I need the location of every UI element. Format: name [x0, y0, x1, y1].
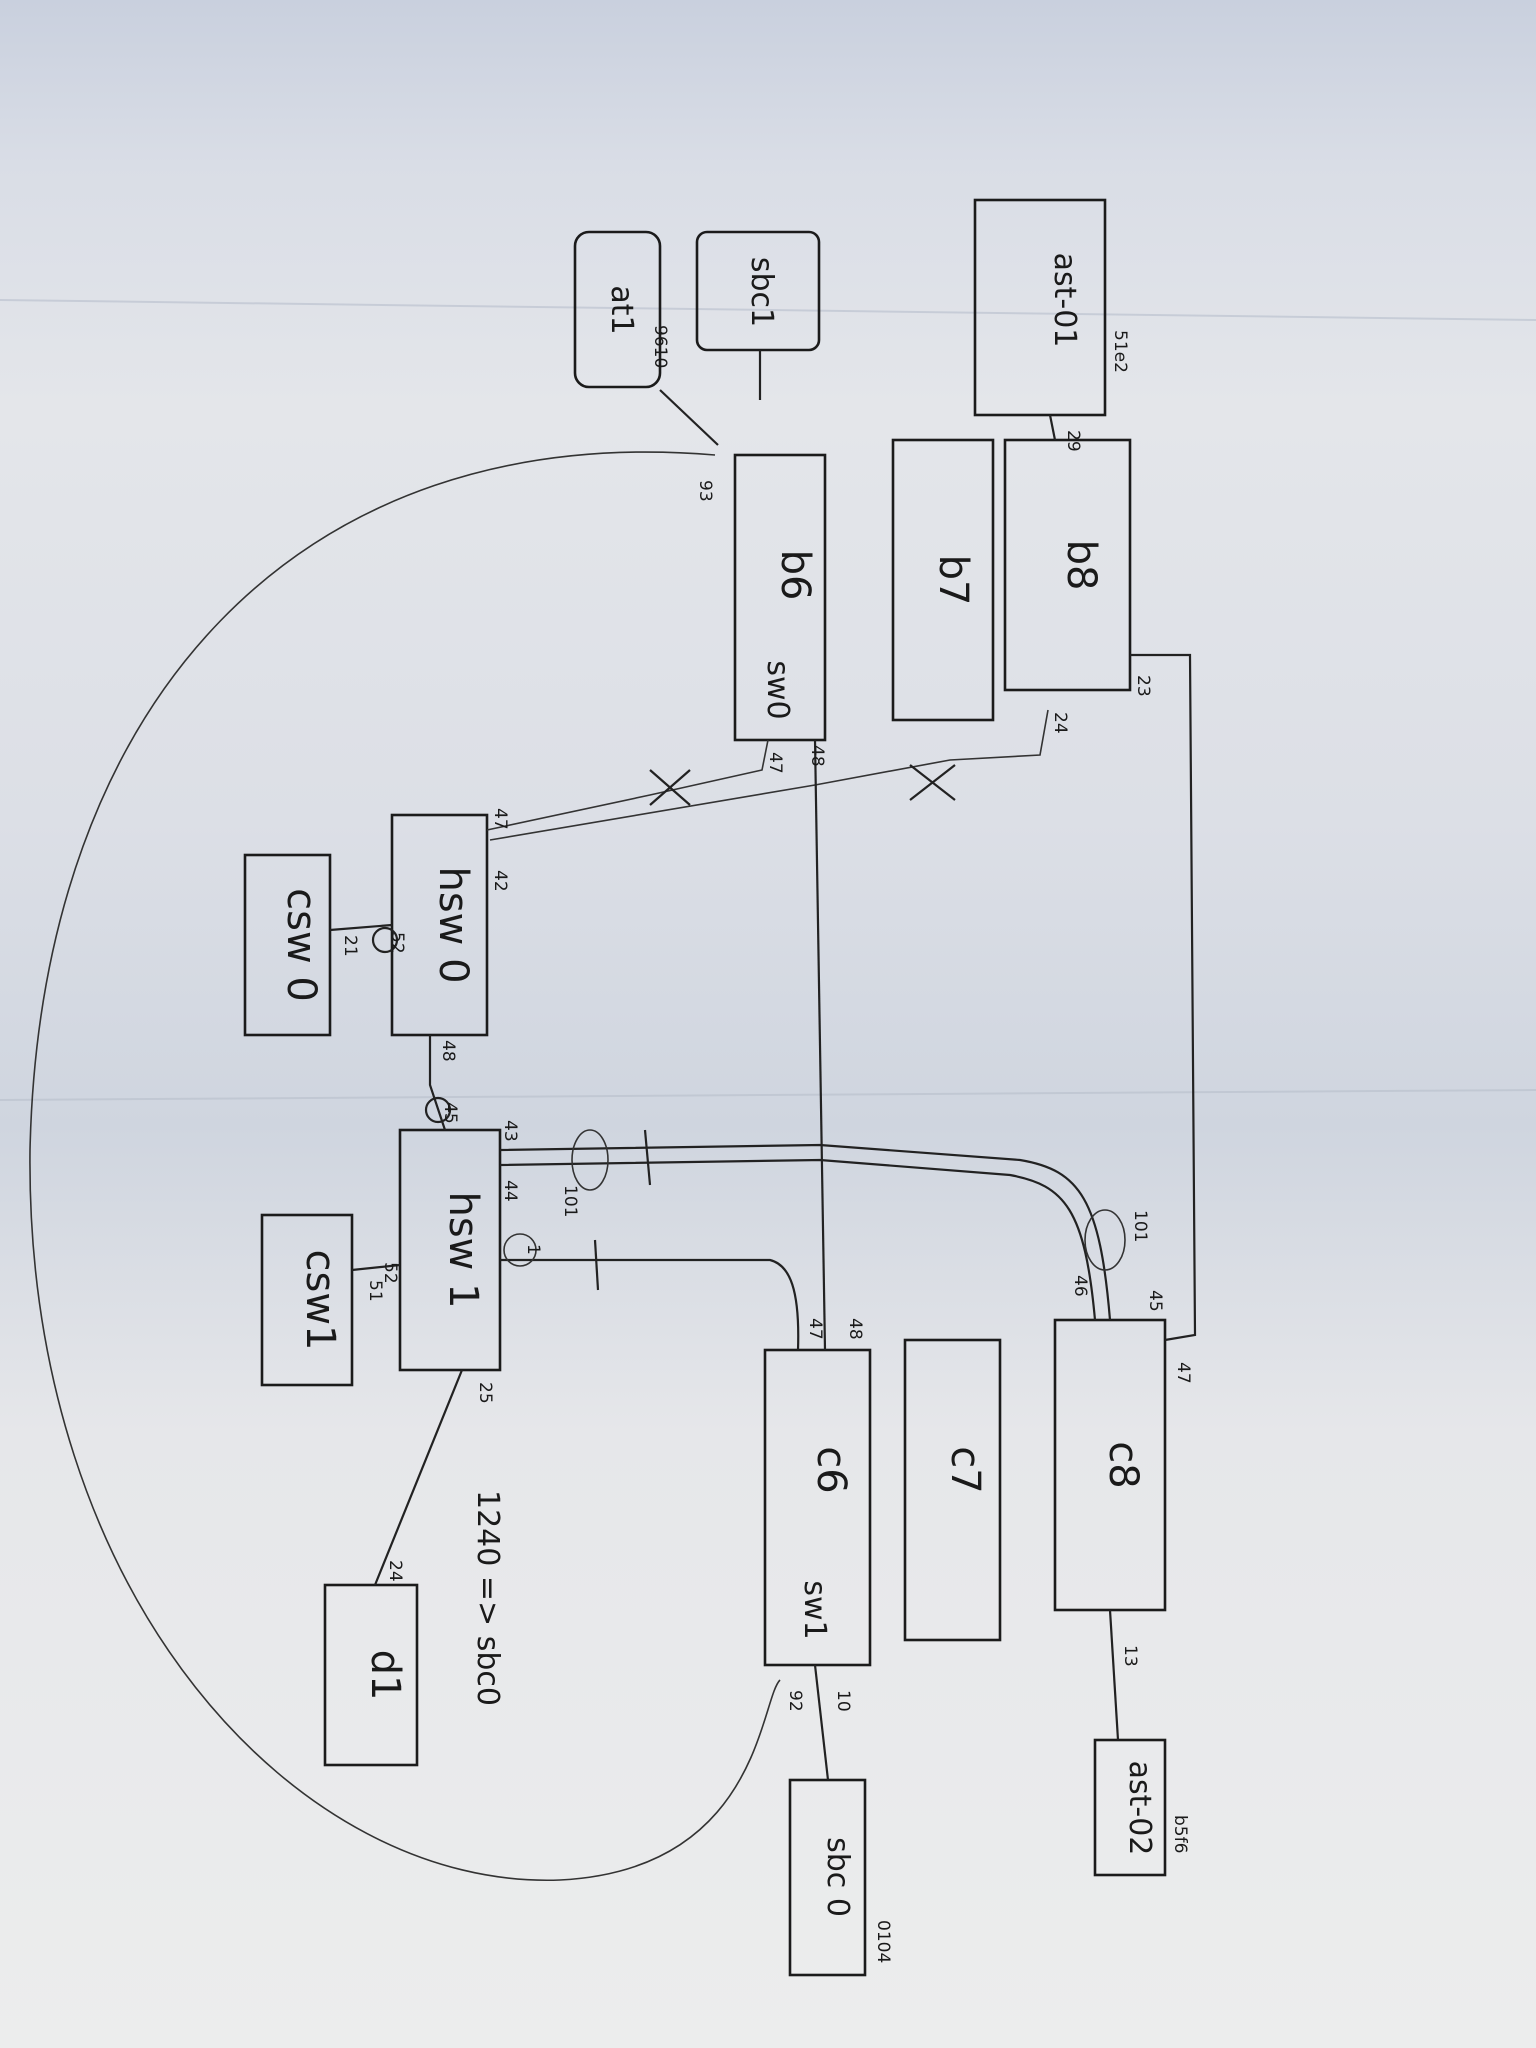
wire-b8-hsw0-crossed: [489, 709, 1049, 841]
c6-label: c6: [808, 1446, 854, 1493]
hsw1-label: hsw 1: [440, 1191, 486, 1308]
port-label: 45: [1145, 1290, 1165, 1312]
b8-label: b8: [1058, 540, 1104, 591]
wire-b8-c8: [1130, 653, 1197, 1342]
tick-mark: [643, 1129, 652, 1186]
ast-02-node: ast-02 b5f6: [1093, 1738, 1190, 1877]
at1-node: at1: [573, 230, 662, 389]
hsw0-node: hsw 0: [390, 813, 489, 1037]
ast-02-label: ast-02: [1122, 1761, 1157, 1856]
c8-label: c8: [1100, 1441, 1146, 1488]
port-label: 92: [785, 1690, 805, 1712]
wire-hsw0-csw0: [329, 923, 393, 932]
b6-node: b6 sw0: [733, 453, 827, 742]
port-label: 93: [695, 480, 715, 502]
port-label: 45: [440, 1102, 460, 1124]
wire-c6-sbc0: [813, 1664, 830, 1781]
port-label: 44: [500, 1180, 520, 1202]
port-label: 25: [475, 1382, 495, 1404]
port-circle: [503, 1233, 537, 1267]
c7-node: c7: [903, 1338, 1002, 1642]
wire-b6-hsw0-crossed: [486, 739, 769, 831]
vlan-label: 101: [1130, 1210, 1150, 1242]
ast-01-id: 51e2: [1110, 330, 1130, 373]
sbc0-label: sbc 0: [820, 1837, 855, 1917]
paper-crease: [0, 299, 1536, 321]
port-label: 10: [833, 1690, 853, 1712]
port-circle: [371, 926, 399, 954]
b6-label: b6: [772, 550, 818, 601]
csw0-node: csw 0: [243, 853, 332, 1037]
cross-mark: [649, 764, 956, 806]
port-label: 52: [387, 932, 407, 954]
b6-switch-label: sw0: [760, 660, 795, 719]
port-label: 42: [490, 870, 510, 892]
wire-at1-b6: [659, 389, 719, 446]
port-label: 48: [438, 1040, 458, 1062]
hsw1-node: hsw 1: [398, 1128, 502, 1372]
ast-01-node: ast-01 51e2: [973, 198, 1130, 417]
csw1-label: csw1: [297, 1250, 343, 1351]
ast-02-id: b5f6: [1170, 1815, 1190, 1853]
b7-label: b7: [930, 555, 976, 606]
vlan-circle: [1084, 1209, 1126, 1271]
port-label: 52: [380, 1262, 400, 1284]
b8-node: b8: [1003, 438, 1132, 692]
c6-node: c6 sw1: [763, 1348, 872, 1667]
vlan-label: 101: [560, 1185, 580, 1217]
port-label: 48: [807, 745, 827, 767]
csw1-node: csw1: [260, 1213, 354, 1387]
csw0-label: csw 0: [278, 888, 324, 1002]
port-label: 47: [805, 1318, 825, 1340]
sbc0-id: 0104: [873, 1920, 893, 1963]
wire-b6-c6-trunk: [813, 739, 827, 1351]
loop-cable: [29, 451, 781, 1881]
wire-hsw1-c8-b: [499, 1158, 1097, 1321]
sbc0-node: sbc 0 0104: [788, 1778, 893, 1977]
port-label: 47: [1173, 1362, 1193, 1384]
tick-mark: [593, 1239, 600, 1291]
sbc1-label: sbc1: [744, 257, 779, 327]
wire-c8-ast02: [1108, 1609, 1120, 1741]
paper-crease: [0, 1089, 1536, 1101]
vlan-label: 1: [523, 1244, 543, 1255]
sbc1-node: sbc1 9610: [650, 230, 821, 368]
at1-label: at1: [604, 285, 639, 334]
port-label: 21: [340, 935, 360, 957]
ast-01-label: ast-01: [1047, 253, 1082, 348]
port-label: 29: [1063, 430, 1083, 452]
wire-hsw1-c6: [500, 1258, 800, 1351]
port-label: 51: [365, 1280, 385, 1302]
wire-hsw1-d1: [373, 1369, 464, 1586]
c7-label: c7: [942, 1446, 988, 1493]
b7-node: b7: [891, 438, 995, 722]
wire-hsw1-csw1: [351, 1263, 401, 1272]
port-label: 13: [1120, 1645, 1140, 1667]
d1-node: d1: [323, 1583, 419, 1767]
wire-hsw0-hsw1: [428, 1035, 447, 1131]
port-label: 48: [845, 1318, 865, 1340]
vlan-circle: [571, 1129, 609, 1191]
port-circle: [424, 1096, 452, 1124]
redirect-note: 1240 => sbc0: [470, 1490, 505, 1706]
port-label: 46: [1070, 1275, 1090, 1297]
port-label: 43: [500, 1120, 520, 1142]
port-label: 47: [765, 752, 785, 774]
port-label: 24: [385, 1560, 405, 1582]
port-label: 23: [1133, 675, 1153, 697]
port-label: 47: [490, 808, 510, 830]
wire-hsw1-c8-a: [499, 1143, 1112, 1321]
wire-ast01-b8: [1048, 414, 1057, 441]
port-label: 24: [1050, 712, 1070, 734]
hsw0-label: hsw 0: [430, 866, 476, 983]
d1-label: d1: [362, 1650, 408, 1701]
c6-switch-label: sw1: [797, 1580, 832, 1639]
c8-node: c8: [1053, 1318, 1167, 1612]
